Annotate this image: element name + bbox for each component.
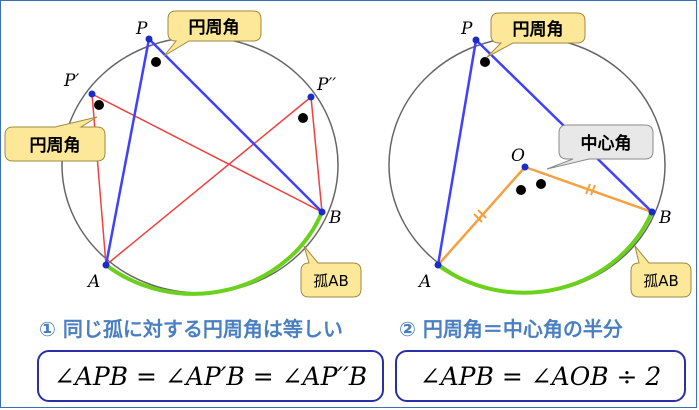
point-o: [521, 163, 529, 171]
chord-ap1: [91, 93, 107, 266]
chord-pb: [148, 38, 323, 213]
callout-top-left-text: 円周角: [189, 17, 240, 38]
caption-right: ② 円周角＝中心角の半分: [399, 317, 623, 341]
point-b-right: [648, 208, 656, 216]
point-p: [145, 35, 153, 43]
tick-oa-2: [477, 209, 487, 219]
tick-ob-2: [590, 184, 596, 196]
formula-box-right: ∠APB = ∠AOB ÷ 2: [395, 350, 686, 402]
callout-top-right: [486, 12, 586, 58]
point-a-right: [434, 261, 442, 269]
right-figure: P O A B 円周角 中心角 孤AB: [388, 12, 692, 298]
point-b: [318, 208, 326, 216]
left-figure: P P′ P′′ A B 円周角 円周角 孤AB: [4, 10, 362, 298]
label-b-right: B: [658, 208, 672, 228]
point-a: [102, 261, 110, 269]
angle-dot-o-2: [536, 179, 546, 189]
formula-right: ∠APB = ∠AOB ÷ 2: [419, 361, 662, 391]
chord-ap: [104, 38, 151, 266]
tick-ob-1: [585, 183, 591, 195]
callout-arc-left: [300, 245, 362, 298]
formula-left: ∠APB = ∠AP′B = ∠AP′′B: [53, 361, 368, 391]
point-p-right: [472, 36, 480, 44]
tick-oa-1: [473, 213, 483, 223]
label-o: O: [511, 146, 525, 166]
label-a: A: [86, 272, 100, 292]
callout-top-right-text: 円周角: [513, 19, 564, 40]
radius-oa: [437, 166, 526, 266]
callout-left: [4, 116, 106, 162]
callout-top-left: [163, 10, 262, 57]
callout-center: [546, 124, 654, 170]
chord-ap2: [105, 96, 312, 266]
angle-dot-p1: [94, 100, 104, 110]
label-b: B: [328, 208, 342, 228]
caption-left: ① 同じ孤に対する円周角は等しい: [39, 317, 343, 341]
chord-p2b: [310, 96, 323, 213]
angle-dot-p2: [298, 113, 308, 123]
angle-dot-p-right: [480, 57, 490, 67]
formula-box-left: ∠APB = ∠AP′B = ∠AP′′B: [37, 350, 384, 402]
angle-dot-o-1: [516, 185, 526, 195]
chord-ap-right: [436, 39, 478, 266]
callout-arc-right: [630, 245, 692, 298]
right-arc-ab: [436, 211, 654, 295]
label-a-right: A: [417, 272, 431, 292]
label-p: P: [135, 19, 148, 39]
point-p2: [307, 93, 315, 101]
left-circle: [61, 36, 339, 294]
left-arc-ab: [104, 211, 324, 296]
chord-p1b: [91, 93, 323, 213]
callout-arc-right-text: 孤AB: [643, 272, 679, 290]
callout-center-text: 中心角: [581, 133, 632, 154]
label-p-right: P: [460, 19, 473, 39]
label-p2: P′′: [316, 75, 336, 95]
callout-arc-left-text: 孤AB: [313, 272, 349, 290]
label-p1: P′: [63, 71, 79, 91]
angle-dot-p: [151, 57, 161, 67]
callout-left-text: 円周角: [30, 135, 81, 156]
point-p1: [88, 90, 96, 98]
